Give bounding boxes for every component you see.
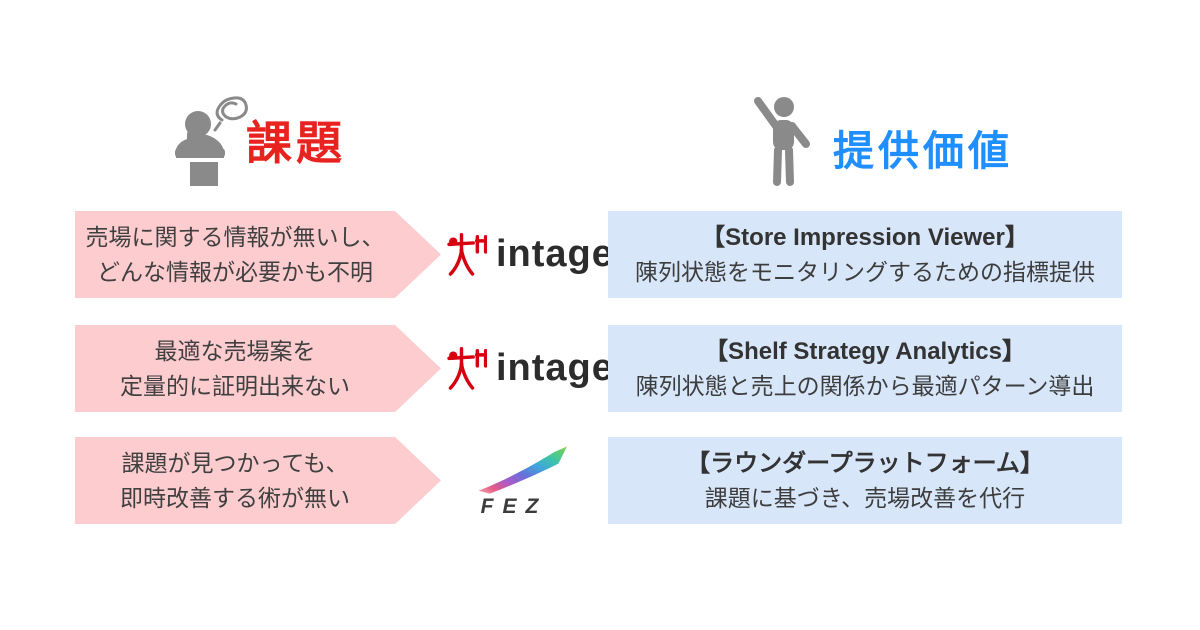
problems-header-label: 課題	[246, 117, 346, 169]
intage-logo: intage ®	[447, 337, 624, 399]
value-title: 【ラウンダープラットフォーム】	[686, 449, 1044, 477]
problem-arrow: 最適な売場案を 定量的に証明出来ない	[75, 325, 441, 412]
value-box: 【Store Impression Viewer】 陳列状態をモニタリングするた…	[608, 211, 1122, 298]
problem-line: 課題が見つかっても、	[121, 449, 349, 476]
intage-symbol-icon	[447, 346, 487, 390]
thinking-person-icon	[175, 96, 248, 186]
intage-logo-text: intage	[496, 347, 614, 389]
problem-arrow: 売場に関する情報が無いし、 どんな情報が必要かも不明	[75, 211, 441, 298]
row-rounder-platform: 課題が見つかっても、 即時改善する術が無い	[0, 437, 1200, 524]
intage-logo-text: intage	[496, 233, 614, 275]
fez-logo-text: FEZ	[480, 495, 548, 518]
value-desc: 陳列状態をモニタリングするための指標提供	[635, 258, 1095, 285]
problem-line: 売場に関する情報が無いし、	[85, 223, 385, 250]
value-desc: 陳列状態と売上の関係から最適パターン導出	[635, 372, 1095, 399]
intage-symbol-icon	[447, 232, 487, 276]
value-desc: 課題に基づき、売場改善を代行	[704, 484, 1026, 511]
problem-arrow: 課題が見つかっても、 即時改善する術が無い	[75, 437, 441, 524]
problem-line: 即時改善する術が無い	[120, 484, 350, 511]
problem-line: 最適な売場案を	[154, 337, 316, 364]
raising-hand-person-icon	[754, 97, 810, 186]
problem-line: 定量的に証明出来ない	[120, 372, 350, 399]
row-shelf-strategy: 最適な売場案を 定量的に証明出来ない intage ® 【Shelf Str	[0, 325, 1200, 412]
value-box: 【Shelf Strategy Analytics】 陳列状態と売上の関係から最…	[608, 325, 1122, 412]
value-header-label: 提供価値	[833, 128, 1013, 174]
value-title: 【Store Impression Viewer】	[701, 223, 1029, 251]
row-store-impression: 売場に関する情報が無いし、 どんな情報が必要かも不明 intage ® 【S	[0, 211, 1200, 298]
problem-line: どんな情報が必要かも不明	[97, 258, 373, 285]
value-title: 【Shelf Strategy Analytics】	[704, 337, 1026, 365]
intage-logo: intage ®	[447, 223, 624, 285]
fez-swoosh-icon	[478, 446, 567, 494]
value-box: 【ラウンダープラットフォーム】 課題に基づき、売場改善を代行	[608, 437, 1122, 524]
fez-logo: FEZ	[452, 443, 582, 523]
